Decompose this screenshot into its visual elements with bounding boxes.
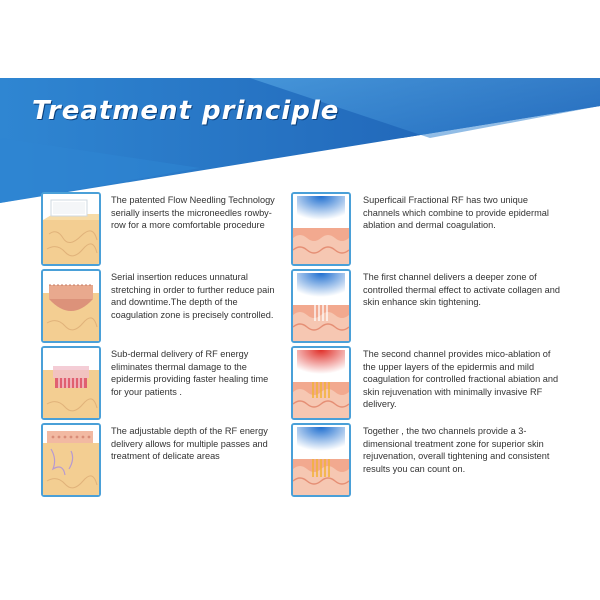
right-item-1: Superficail Fractional RF has two unique… [291, 192, 561, 266]
fractional-rf-icon [291, 192, 351, 266]
left-item-4: The adjustable depth of the RF energy de… [41, 423, 281, 497]
right-item-4-text: Together , the two channels provide a 3-… [363, 426, 550, 474]
right-item-3-text: The second channel provides mico-ablatio… [363, 349, 559, 410]
right-item-3: The second channel provides mico-ablatio… [291, 346, 561, 420]
header-banner: Treatment principle [0, 78, 600, 203]
left-item-4-text: The adjustable depth of the RF energy de… [111, 426, 268, 462]
page-title: Treatment principle [32, 96, 340, 126]
left-item-2: Serial insertion reduces unnatural stret… [41, 269, 281, 343]
skin-depth-adjust-icon [41, 423, 101, 497]
second-channel-icon [291, 346, 351, 420]
left-item-1: The patented Flow Needling Technology se… [41, 192, 281, 266]
first-channel-icon [291, 269, 351, 343]
left-item-2-text: Serial insertion reduces unnatural stret… [111, 272, 275, 320]
skin-insertion-icon [41, 269, 101, 343]
right-item-2-text: The first channel delivers a deeper zone… [363, 272, 560, 308]
combined-channels-icon [291, 423, 351, 497]
skin-rf-delivery-icon [41, 346, 101, 420]
skin-needle-tip-icon [41, 192, 101, 266]
right-item-4: Together , the two channels provide a 3-… [291, 423, 561, 497]
right-item-1-text: Superficail Fractional RF has two unique… [363, 195, 549, 231]
right-item-2: The first channel delivers a deeper zone… [291, 269, 561, 343]
left-item-1-text: The patented Flow Needling Technology se… [111, 195, 275, 231]
left-item-3: Sub-dermal delivery of RF energy elimina… [41, 346, 281, 420]
banner-background [0, 78, 600, 203]
left-item-3-text: Sub-dermal delivery of RF energy elimina… [111, 349, 269, 397]
